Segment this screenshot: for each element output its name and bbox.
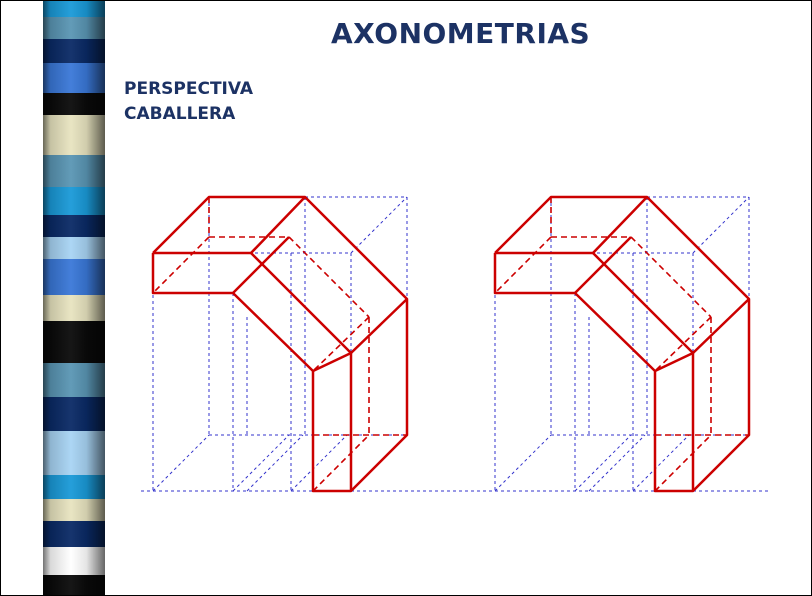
slide-title: AXONOMETRIAS bbox=[331, 17, 591, 50]
right-solid-edges bbox=[493, 195, 751, 493]
left-hidden-edges bbox=[152, 197, 407, 492]
left-axonometric-figure bbox=[151, 195, 409, 493]
decorative-stripe-bar bbox=[43, 1, 105, 595]
right-axonometric-figure bbox=[493, 195, 751, 493]
left-solid-edges bbox=[151, 195, 409, 493]
left-construction-box bbox=[152, 196, 408, 492]
subtitle-line-1: PERSPECTIVA bbox=[124, 79, 254, 99]
slide-subtitle: PERSPECTIVA CABALLERA bbox=[124, 77, 253, 127]
right-construction-box bbox=[494, 196, 750, 492]
right-hidden-edges bbox=[494, 197, 749, 492]
subtitle-line-2: CABALLERA bbox=[124, 104, 236, 124]
